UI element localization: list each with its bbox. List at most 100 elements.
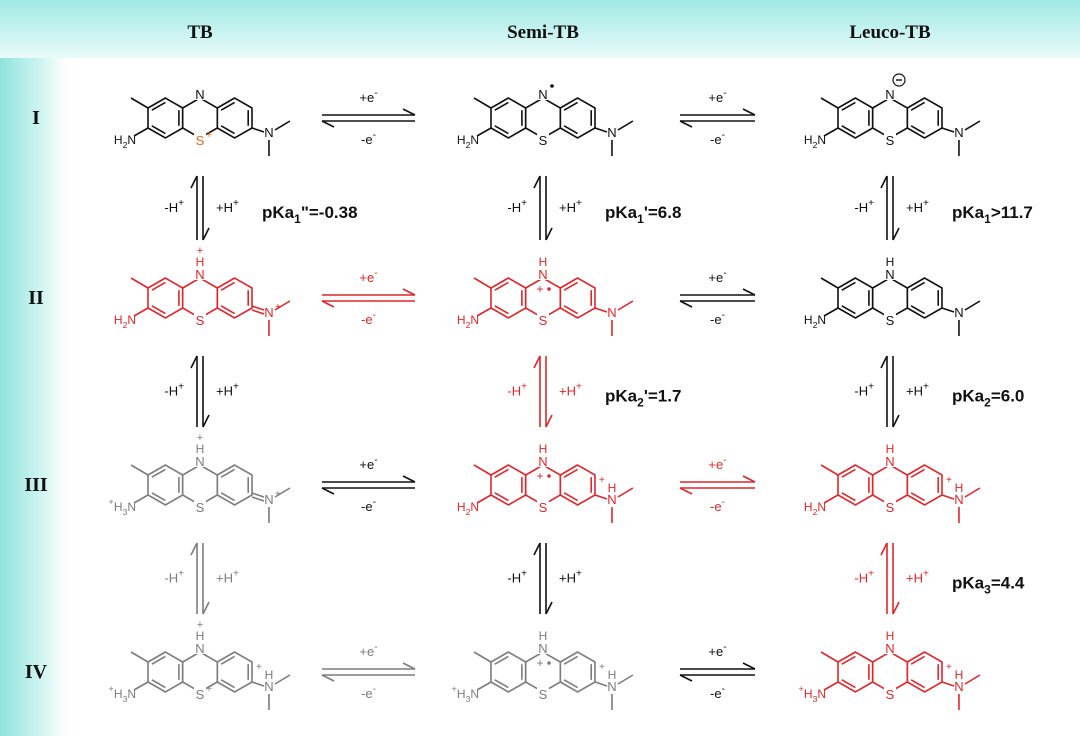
label-lose-proton: -H+ [854,569,874,586]
forward-arrow-head [742,288,756,296]
left-amino-group: H2N [804,500,826,517]
atom-n-right: N [607,305,616,320]
double-bond [841,468,856,478]
double-bond [841,492,856,502]
atom-mask [537,686,549,699]
down-arrow-head [202,227,210,241]
label-gain-proton: +H+ [906,198,929,215]
amine-bond [476,307,492,317]
double-bond [910,468,926,478]
double-bond [220,679,236,689]
n-bond [941,307,955,313]
ring-radical-dot [547,287,551,291]
methyl-bond [130,97,149,109]
label-gain-electron: +e- [708,88,726,105]
atom-n-top: N [538,641,547,656]
column-header-semi: Semi-TB [507,22,579,43]
double-bond [151,305,166,315]
n-methyl-bond [617,120,634,131]
double-bond [563,679,579,689]
n-bond [594,127,608,133]
forward-arrow-head [402,108,416,116]
double-bond [220,125,236,135]
amine-bond [133,307,149,317]
n-bond [594,494,608,500]
ring-0 [490,97,527,139]
double-bond [910,125,926,135]
double-bond [220,281,236,291]
n-bond [251,681,265,687]
atom-s: S [196,133,205,148]
atom-mask [884,454,896,467]
proton-equilibrium-h-12-0: -H++H+ [164,175,239,241]
methyl-bond [473,97,492,109]
charge-s: + [206,684,212,695]
ring-0 [147,651,184,693]
proton-equilibrium-h-12-1: -H++H+ [507,175,582,241]
forward-arrow-head [402,288,416,296]
n-methyl-bond [964,487,981,498]
methyl-bond [473,651,492,663]
double-bond [494,492,509,502]
double-bond [494,305,509,315]
label-gain-electron: +e- [359,455,377,472]
ring-0 [837,277,874,319]
reverse-arrow-head [321,120,335,128]
atom-mask [194,312,206,325]
reverse-arrow-head [321,674,335,682]
charge-n-right: + [599,475,605,486]
ring-2 [906,97,943,139]
label-gain-electron: +e- [708,642,726,659]
double-bond [841,679,856,689]
atom-h-right: H [608,668,617,682]
label-gain-proton: +H+ [216,382,239,399]
methyl-bond [130,464,149,476]
double-bond [910,679,926,689]
double-bond [910,655,926,665]
pka-label-pka-leuco-12: pKa1>11.7 [952,203,1033,226]
double-bond [151,125,166,135]
double-bond [151,492,166,502]
atom-s: S [886,687,895,702]
label-gain-electron: +e- [359,642,377,659]
double-bond [220,468,236,478]
atom-n-right: N [954,492,963,507]
methyl-bond [820,651,839,663]
atom-n-top: N [195,641,204,656]
methyl-bond [820,97,839,109]
label-gain-electron: +e- [708,455,726,472]
charge-n-right: + [599,662,605,673]
double-bond [220,655,236,665]
amine-bond [476,127,492,137]
label-gain-proton: +H+ [906,569,929,586]
atom-mask [194,132,206,145]
ring-charge: + [536,469,543,483]
charge-n-right: + [256,662,262,673]
reverse-arrow-head [679,674,693,682]
amine-bond [476,494,492,504]
radical-dot [550,84,554,88]
left-amino-group: H2N [114,313,136,330]
atom-mask [884,132,896,145]
atom-mask [537,499,549,512]
proton-equilibrium-h-12-2: -H++H+ [854,175,929,241]
n-bond [251,127,265,133]
ring-0 [490,464,527,506]
methyl-bond [130,277,149,289]
proton-equilibrium-h-34-1: -H++H+ [507,542,582,615]
n-methyl-bond [274,300,291,311]
left-amino-group: +H3N [108,497,136,517]
left-amino-group: H2N [114,133,136,150]
n-bond [594,307,608,313]
proton-equilibrium-h-23-2: -H++H+ [854,355,929,428]
imine-bond-b [251,309,265,315]
double-bond [841,281,856,291]
imine-bond-a [251,492,265,498]
label-lose-proton: -H+ [164,569,184,586]
proton-equilibrium-h-34-2: -H+ +H+ [854,542,929,615]
atom-s: S [886,133,895,148]
electron-equilibrium-e-3-01: +e--e- [321,455,416,514]
